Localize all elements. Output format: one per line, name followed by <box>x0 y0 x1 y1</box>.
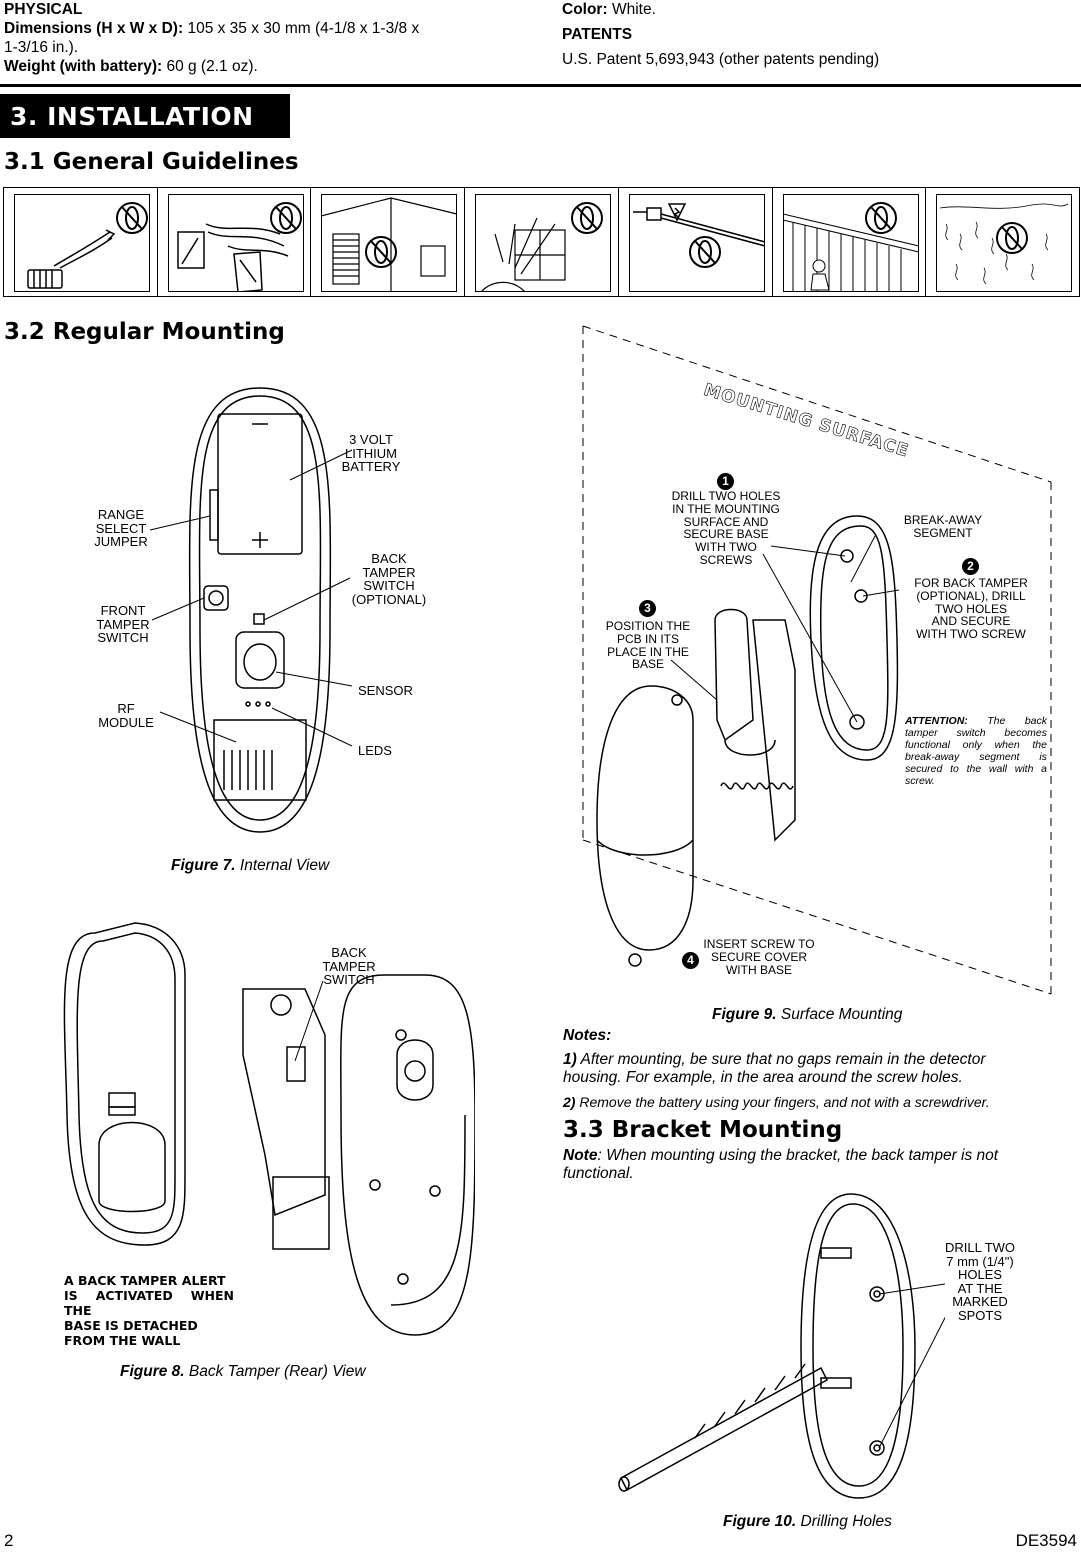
leader-lines <box>670 535 900 723</box>
page-number: 2 <box>4 1531 14 1550</box>
guideline-no-heater <box>4 188 158 296</box>
guideline-no-window-draft <box>158 188 312 296</box>
dimensions-value-cont: 1-3/16 in.). <box>4 39 79 56</box>
weight-label: Weight (with battery): <box>4 58 163 75</box>
guideline-no-sunlight <box>465 188 619 296</box>
regular-mounting-heading: 3.2 Regular Mounting <box>4 319 285 345</box>
patents-heading: PATENTS <box>562 26 633 43</box>
mounting-surface-plane <box>582 325 1052 995</box>
general-guidelines-heading: 3.1 General Guidelines <box>4 149 299 175</box>
leader-lines <box>149 449 353 747</box>
no-sign-icon <box>365 236 398 268</box>
fence-icon <box>782 194 919 292</box>
power-line-icon <box>628 194 765 292</box>
internal-view-illustration <box>149 387 353 833</box>
step-1-badge: 1 <box>717 473 734 490</box>
step-2-badge: 2 <box>962 558 979 575</box>
weight-value: 60 g (2.1 oz). <box>162 58 258 75</box>
guideline-no-vent <box>311 188 466 296</box>
guideline-no-power-lines <box>619 188 773 296</box>
figure-8-caption: Figure 8. Back Tamper (Rear) View <box>120 1363 366 1380</box>
leader-line <box>294 980 324 1062</box>
attention-note: ATTENTION: The back tamper switch become… <box>905 715 1047 787</box>
heater-icon <box>14 194 150 292</box>
vent-icon <box>321 194 458 292</box>
no-sign-icon <box>864 202 897 234</box>
sunlight-icon <box>475 194 612 292</box>
no-sign-icon <box>996 222 1029 254</box>
bracket-mounting-heading: 3.3 Bracket Mounting <box>563 1117 843 1143</box>
drilling-holes-illustration <box>618 1193 945 1499</box>
color-label: Color: <box>562 1 608 18</box>
vibration-icon <box>936 194 1073 292</box>
no-sign-icon <box>688 236 721 268</box>
sensor-label: SENSOR <box>358 683 413 698</box>
color-patents-specs: Color: White. PATENTS U.S. Patent 5,693,… <box>562 0 879 69</box>
dimensions-value: 105 x 35 x 30 mm (4-1/8 x 1-3/8 x <box>183 20 420 37</box>
guideline-no-vibration <box>926 188 1079 296</box>
figure-10-caption: Figure 10. Drilling Holes <box>723 1513 892 1530</box>
section-title: 3. INSTALLATION <box>0 94 290 138</box>
patents-value: U.S. Patent 5,693,943 (other patents pen… <box>562 51 880 68</box>
window-draft-icon <box>167 194 304 292</box>
figure-7-caption: Figure 7. Internal View <box>171 857 330 874</box>
document-code: DE3594 <box>1015 1531 1077 1550</box>
surface-mounting-illustration <box>582 325 1052 995</box>
guidelines-strip <box>3 187 1080 297</box>
step-4-badge: 4 <box>682 952 699 969</box>
back-tamper-rear-illustration <box>63 922 475 1336</box>
header-rule <box>0 84 1081 87</box>
no-sign-icon <box>116 202 148 234</box>
leds-label: LEDS <box>358 743 392 758</box>
dimensions-label: Dimensions (H x W x D): <box>4 20 184 37</box>
color-value: White. <box>607 1 656 18</box>
note-2: 2) Remove the battery using your fingers… <box>563 1094 990 1110</box>
no-sign-icon <box>269 202 302 234</box>
note-1: 1) After mounting, be sure that no gaps … <box>563 1051 986 1086</box>
figure-9-caption: Figure 9. Surface Mounting <box>712 1006 903 1023</box>
bracket-note: Note: When mounting using the bracket, t… <box>563 1147 999 1182</box>
physical-specs: PHYSICAL Dimensions (H x W x D): 105 x 3… <box>4 0 419 76</box>
leader-lines <box>878 1283 945 1449</box>
physical-heading: PHYSICAL <box>4 1 83 18</box>
guideline-no-outdoor-fence <box>773 188 927 296</box>
step-3-badge: 3 <box>639 600 656 617</box>
no-sign-icon <box>571 202 604 234</box>
notes-heading: Notes: <box>563 1027 612 1044</box>
